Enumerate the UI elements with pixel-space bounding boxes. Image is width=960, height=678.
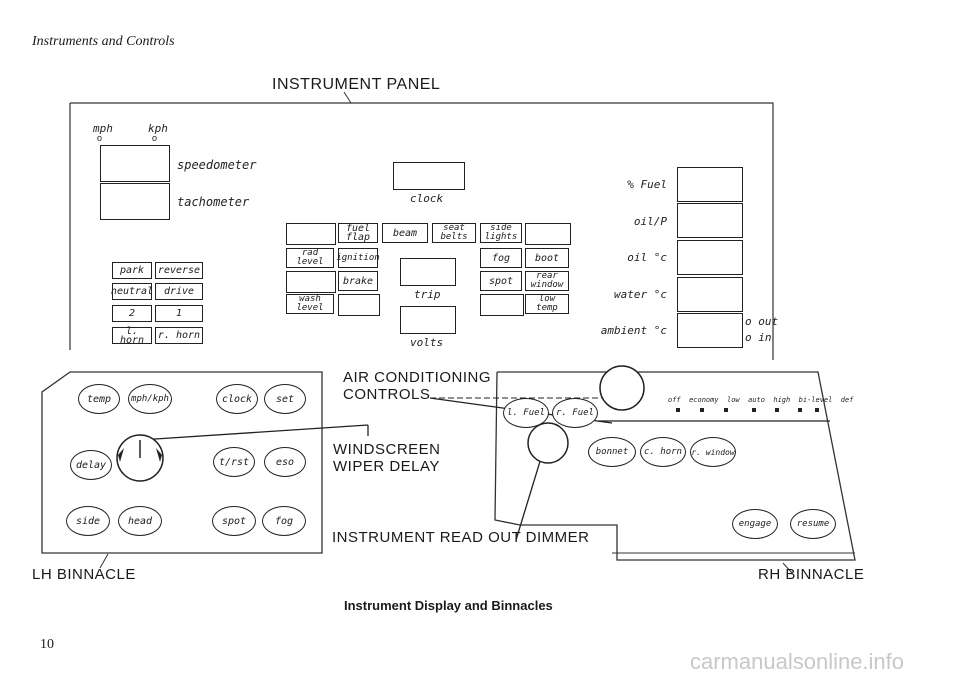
- rad-level-lamp: rad level: [286, 248, 334, 268]
- headlights-button[interactable]: head: [118, 506, 162, 536]
- low-temp-lamp: low temp: [525, 294, 569, 314]
- fog-lights-button[interactable]: fog: [262, 506, 306, 536]
- page-number: 10: [40, 637, 54, 652]
- reverse-button[interactable]: reverse: [155, 262, 203, 279]
- fuel-percent-label: % Fuel: [627, 178, 667, 191]
- second-gear-button[interactable]: 2: [112, 305, 152, 322]
- figure-caption: Instrument Display and Binnacles: [344, 598, 553, 613]
- wash-level-lamp: wash level: [286, 294, 334, 314]
- right-window-button[interactable]: r. window: [690, 437, 736, 467]
- blank-lamp-1: [286, 271, 336, 293]
- rh-binnacle-label: RH BINNACLE: [758, 566, 865, 583]
- blank-lamp-2: [338, 294, 380, 316]
- oil-temp-label: oil °c: [627, 251, 667, 264]
- ambient-temp-display: [677, 313, 743, 348]
- trip-label: trip: [414, 288, 441, 301]
- neutral-button[interactable]: neutral: [111, 283, 153, 300]
- park-button[interactable]: park: [112, 262, 152, 279]
- side-lights-lamp: side lights: [480, 223, 522, 243]
- ambient-out-label: out: [758, 315, 779, 328]
- instrument-panel-title: INSTRUMENT PANEL: [272, 76, 441, 93]
- mph-indicator: o: [97, 133, 103, 143]
- right-fuel-button[interactable]: r. Fuel: [552, 398, 598, 428]
- dimmer-callout: INSTRUMENT READ OUT DIMMER: [332, 529, 590, 546]
- brake-lamp: brake: [338, 271, 378, 291]
- bonnet-button[interactable]: bonnet: [588, 437, 636, 467]
- seat-belts-lamp: seat belts: [432, 223, 476, 243]
- cruise-resume-button[interactable]: resume: [790, 509, 836, 539]
- air-conditioning-callout: AIR CONDITIONING CONTROLS: [343, 369, 492, 403]
- right-horn-button[interactable]: r. horn: [155, 327, 203, 344]
- oil-pressure-display: [677, 203, 743, 238]
- water-temp-label: water °c: [614, 288, 667, 301]
- water-temp-display: [677, 277, 743, 312]
- right-indicator-lamp: [525, 223, 571, 245]
- drive-button[interactable]: drive: [155, 283, 203, 300]
- ignition-lamp: ignition: [336, 248, 380, 268]
- oil-temp-display: [677, 240, 743, 275]
- boot-lamp: boot: [525, 248, 569, 268]
- left-indicator-lamp: [286, 223, 336, 245]
- watermark: carmanualsonline.info: [690, 649, 905, 674]
- delay-button[interactable]: delay: [70, 450, 112, 480]
- tachometer-label: tachometer: [177, 195, 250, 209]
- side-lights-button[interactable]: side: [66, 506, 110, 536]
- ac-positions-label: off economy low auto high bi-level def: [668, 396, 854, 404]
- ambient-out-option: o out: [745, 315, 779, 328]
- volts-display: [400, 306, 456, 334]
- centre-horn-button[interactable]: c. horn: [640, 437, 686, 467]
- kph-label: kph: [148, 122, 168, 135]
- blank-lamp-3: [480, 294, 524, 316]
- wiper-delay-dial[interactable]: [126, 437, 154, 465]
- speedometer-display: [100, 145, 170, 182]
- cruise-engage-button[interactable]: engage: [732, 509, 778, 539]
- wiper-delay-callout: WINDSCREEN WIPER DELAY: [333, 441, 441, 475]
- first-gear-button[interactable]: 1: [155, 305, 203, 322]
- trip-reset-button[interactable]: t/rst: [213, 447, 255, 477]
- clock-set-button[interactable]: clock: [216, 384, 258, 414]
- rear-window-lamp: rear window: [525, 271, 569, 291]
- spot-lights-button[interactable]: spot: [212, 506, 256, 536]
- fog-lamp: fog: [480, 248, 522, 268]
- section-header: Instruments and Controls: [32, 34, 175, 49]
- ac-control-dial[interactable]: [600, 366, 644, 410]
- mph-kph-button[interactable]: mph/kph: [128, 384, 172, 414]
- mph-label: mph: [93, 122, 113, 135]
- oil-pressure-label: oil/P: [633, 215, 667, 228]
- fuel-percent-display: [677, 167, 743, 202]
- left-fuel-button[interactable]: l. Fuel: [503, 398, 549, 428]
- trip-display: [400, 258, 456, 286]
- ambient-temp-label: ambient °c: [600, 324, 667, 337]
- ambient-in-label: in: [758, 331, 772, 344]
- volts-label: volts: [410, 336, 444, 349]
- eso-button[interactable]: eso: [264, 447, 306, 477]
- clock-label: clock: [410, 192, 444, 205]
- fuel-flap-lamp: fuel flap: [338, 223, 378, 243]
- spot-lamp: spot: [480, 271, 522, 291]
- left-horn-button[interactable]: l. horn: [112, 326, 152, 345]
- set-button[interactable]: set: [264, 384, 306, 414]
- tachometer-display: [100, 183, 170, 220]
- lh-binnacle-label: LH BINNACLE: [32, 566, 136, 583]
- clock-display: [393, 162, 465, 190]
- dimmer-dial[interactable]: [528, 423, 568, 463]
- speedometer-label: speedometer: [177, 158, 257, 172]
- temp-button[interactable]: temp: [78, 384, 120, 414]
- ambient-in-option: o in: [745, 331, 772, 344]
- beam-lamp: beam: [382, 223, 428, 243]
- kph-indicator: o: [152, 133, 158, 143]
